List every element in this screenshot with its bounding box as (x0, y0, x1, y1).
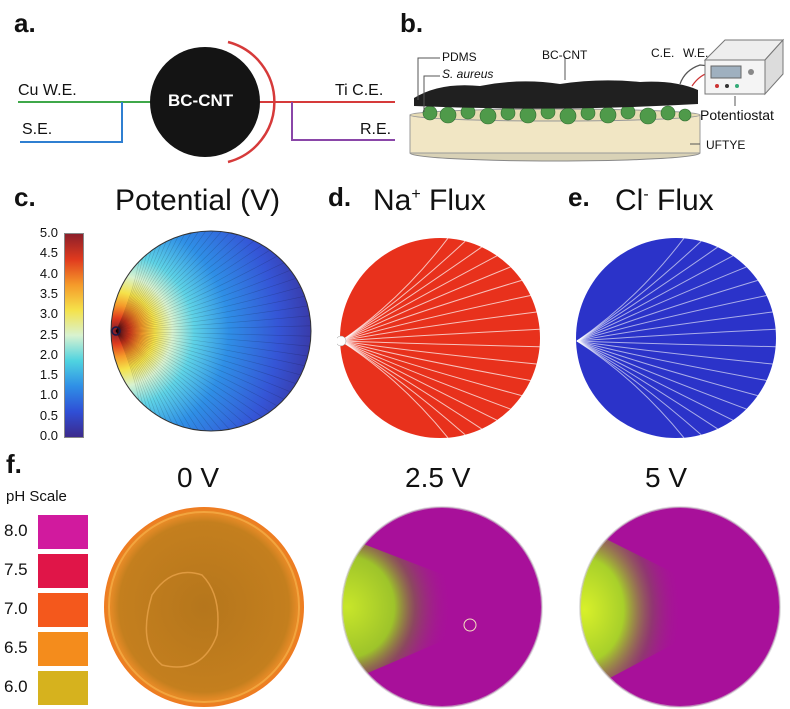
bccnt-center-label: BC-CNT (168, 91, 234, 110)
colorbar-tick: 1.5 (39, 367, 58, 383)
dish-label-5v: 5 V (645, 462, 688, 493)
colorbar-tick: 2.5 (39, 326, 58, 342)
ph-scale-swatch (38, 515, 88, 549)
ph-scale-value: 7.0 (4, 599, 28, 618)
panel-c-letter: c. (14, 182, 36, 212)
cl-flux-word: Flux (648, 184, 714, 217)
ph-scale-value: 6.5 (4, 638, 28, 657)
panel-b-diagram (409, 38, 785, 162)
ti-ce-label: Ti C.E. (335, 82, 384, 99)
colorbar-tick: 4.5 (39, 245, 58, 261)
panel-f-letter: f. (6, 449, 22, 479)
cu-we-label: Cu W.E. (18, 82, 77, 99)
ph-scale-value: 6.0 (4, 677, 28, 696)
bccnt-disc (150, 47, 260, 157)
colorbar-tick: 3.0 (39, 306, 58, 322)
potential-map (110, 230, 312, 432)
dish-label-2-5v: 2.5 V (405, 462, 471, 493)
na-flux-map (337, 238, 540, 439)
colorbar-tick: 0.0 (39, 428, 58, 443)
s-aureus-label: S. aureus (442, 67, 494, 81)
colorbar-tick: 5.0 (39, 225, 58, 240)
ce-label: C.E. (651, 46, 675, 60)
pdms-label: PDMS (442, 50, 477, 64)
dish-label-0v: 0 V (177, 462, 220, 493)
na-flux-word: Flux (420, 184, 486, 217)
cl-flux-map (576, 238, 776, 439)
ph-scale-value: 7.5 (4, 560, 28, 579)
cl-symbol: Cl (615, 184, 644, 217)
ph-scale-swatch (38, 671, 88, 705)
na-symbol: Na (373, 184, 412, 217)
colorbar-tick: 0.5 (39, 407, 58, 423)
panel-b-letter: b. (400, 8, 424, 38)
uftye-label: UFTYE (706, 138, 746, 152)
colorbar-tick: 1.0 (39, 387, 58, 403)
ph-scale-swatch (38, 593, 88, 627)
we-label: W.E. (683, 46, 709, 60)
panel-e-letter: e. (568, 182, 590, 212)
dish-0v (104, 507, 304, 707)
re-label: R.E. (360, 121, 392, 138)
panel-d-letter: d. (328, 182, 352, 212)
ph-scale-swatch (38, 632, 88, 666)
colorbar (64, 233, 84, 438)
ph-scale-title: pH Scale (6, 488, 67, 505)
ph-scale-value: 8.0 (4, 521, 28, 540)
panel-a-letter: a. (14, 8, 36, 38)
dish-5v (579, 506, 781, 708)
colorbar-tick: 2.0 (39, 346, 58, 362)
bccnt-film-label: BC-CNT (542, 48, 588, 62)
panel-a-diagram (18, 40, 395, 164)
panel-c-title: Potential (V) (115, 184, 281, 217)
dish-2-5v (341, 506, 543, 708)
na-charge: + (411, 186, 421, 203)
colorbar-tick: 4.0 (39, 265, 58, 281)
panel-e-title: Cl- Flux (615, 184, 714, 218)
colorbar-tick: 3.5 (39, 285, 58, 301)
potentiostat-label: Potentiostat (700, 107, 774, 123)
panel-d-title: Na+ Flux (373, 184, 486, 218)
ph-scale-swatch (38, 554, 88, 588)
se-label: S.E. (22, 121, 53, 138)
electrode-marker (111, 326, 121, 336)
cl-charge: - (643, 186, 649, 203)
